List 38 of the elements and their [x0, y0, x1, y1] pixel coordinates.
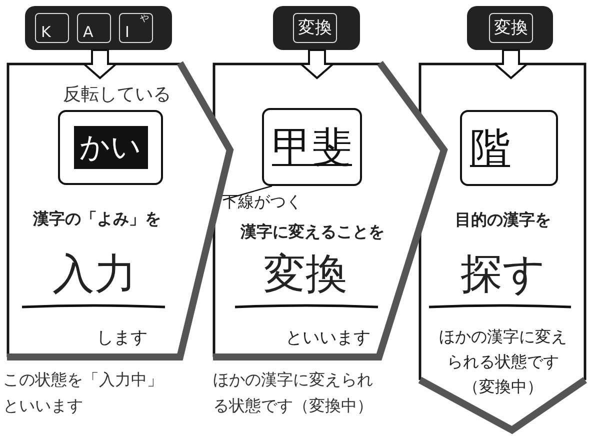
- block-arrow: [492, 49, 530, 80]
- body-text: します: [96, 327, 148, 350]
- key-label: I: [125, 25, 130, 40]
- instruction-text: 目的の漢字を: [454, 209, 552, 231]
- annotation-text: 反転している: [62, 83, 172, 107]
- convert-key: [293, 13, 337, 43]
- handwritten-word: 変換: [262, 248, 348, 300]
- screen-frame: [460, 110, 558, 186]
- body-text: といいます: [284, 327, 372, 350]
- instruction-text: 漢字に変えることを: [240, 221, 386, 243]
- chevron-panel: [419, 63, 587, 435]
- underlined-kanji: 階: [470, 125, 510, 171]
- key-strip: [467, 6, 553, 50]
- annotation-text: 下線がつく: [222, 192, 314, 214]
- block-arrow: [81, 49, 119, 80]
- key-label: 変換: [493, 18, 529, 38]
- screen-frame: [262, 108, 362, 186]
- body-text: ほかの漢字に変えられる状態です（変換中）: [438, 326, 568, 398]
- block-arrow: [298, 49, 336, 80]
- key-label: 変換: [297, 18, 333, 38]
- screen-frame: [58, 110, 163, 185]
- caption-text: この状態を「入力中」といいます: [3, 369, 164, 417]
- leader-line: [222, 185, 272, 201]
- highlighted-text: かい: [74, 126, 148, 169]
- kana-label: や: [140, 15, 149, 24]
- handwritten-word: 探す: [460, 248, 546, 300]
- convert-key: [489, 13, 533, 43]
- key-strip: [25, 6, 172, 50]
- caption-text: ほかの漢字に変えられる状態です（変換中）: [213, 369, 374, 417]
- keyboard-key: [35, 13, 69, 43]
- handwritten-word: 入力: [52, 248, 138, 300]
- instruction-text: 漢字の「よみ」を: [32, 208, 162, 230]
- underlined-kanji: 甲斐: [272, 124, 352, 170]
- keyboard-key: [119, 13, 153, 43]
- key-label: A: [83, 25, 94, 40]
- key-strip: [273, 6, 360, 50]
- keyboard-key: [77, 13, 111, 43]
- key-label: K: [41, 25, 51, 40]
